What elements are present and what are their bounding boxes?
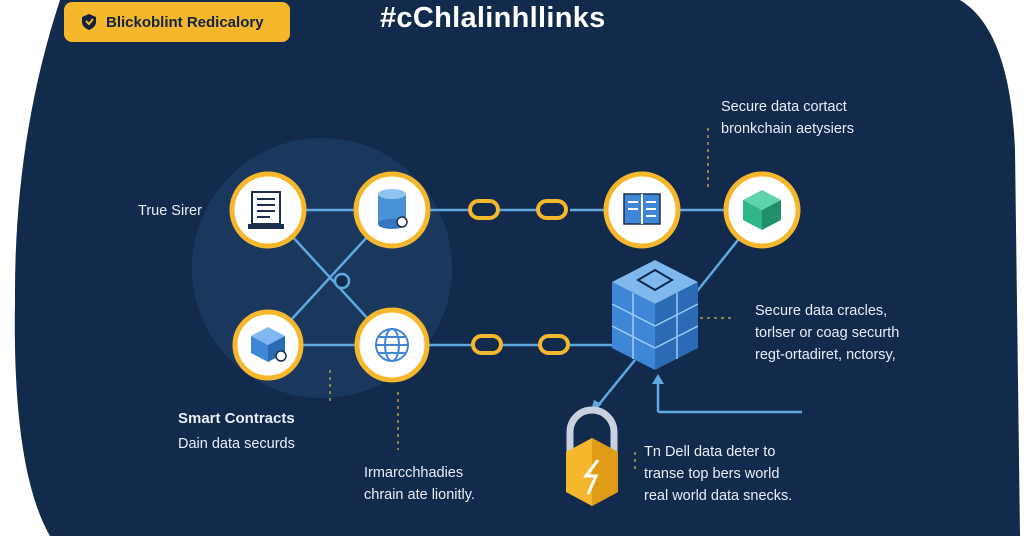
label-middle-right: Secure data cracles, torlser or coag sec… bbox=[755, 303, 900, 363]
brand-badge: Blickoblint Redicalory bbox=[64, 2, 290, 42]
page-title: #cChlalinhllinks bbox=[380, 2, 606, 34]
annotation-leaders bbox=[329, 128, 735, 470]
book-icon bbox=[623, 193, 661, 225]
server-cube-icon bbox=[611, 260, 699, 370]
label-bottom-middle: Irmarcchhadies chrain ate lionitly. bbox=[364, 465, 475, 503]
center-junction bbox=[333, 272, 351, 290]
node-blue-cube bbox=[232, 309, 304, 381]
node-database bbox=[353, 171, 431, 249]
arrow-head-up bbox=[652, 374, 664, 384]
chain-link-icon bbox=[471, 334, 503, 355]
node-globe bbox=[354, 307, 430, 383]
chain-links bbox=[468, 199, 570, 355]
chain-link-icon bbox=[538, 334, 570, 355]
shield-icon bbox=[82, 14, 96, 30]
label-true-sirer: True Sirer bbox=[138, 203, 202, 219]
label-top-right: Secure data cortact bronkchain aetysiers bbox=[721, 99, 854, 137]
brand-badge-label: Blickoblint Redicalory bbox=[106, 13, 264, 31]
node-green-cube bbox=[723, 171, 801, 249]
background-panel bbox=[14, 0, 1020, 536]
label-smart-contracts: Smart Contracts bbox=[178, 410, 295, 427]
chain-link-icon bbox=[536, 199, 568, 220]
database-icon bbox=[378, 189, 408, 229]
green-cube-icon bbox=[743, 190, 781, 230]
lock-icon bbox=[566, 406, 618, 506]
node-document bbox=[229, 171, 307, 249]
globe-icon bbox=[375, 328, 409, 362]
chain-link-icon bbox=[468, 199, 500, 220]
node-book bbox=[603, 171, 681, 249]
label-dain-data: Dain data securds bbox=[178, 436, 295, 452]
document-icon bbox=[248, 191, 284, 229]
blue-cube-icon bbox=[251, 327, 287, 362]
label-bottom-right: Tn Dell data deter to transe top bers wo… bbox=[644, 444, 793, 504]
